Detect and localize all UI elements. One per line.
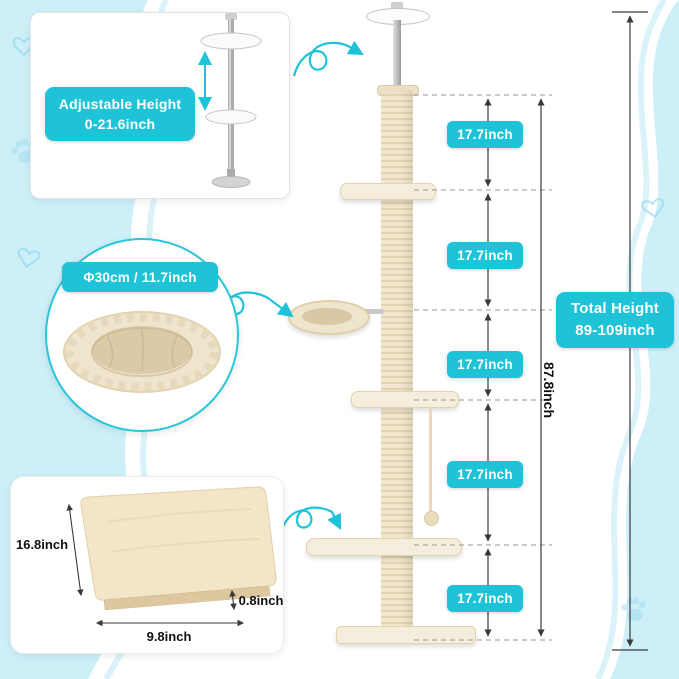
- segment-dimension-badge: 17.7inch: [447, 585, 523, 612]
- total-height-line2: 89-109inch: [575, 322, 655, 339]
- mat-illustration: [66, 486, 277, 627]
- segment-label: 17.7inch: [457, 467, 513, 482]
- mat-dimension-arrows: [66, 503, 245, 627]
- mat-thickness-label: 0.8inch: [238, 593, 284, 608]
- adjustable-pole-illustration: [198, 13, 262, 188]
- platform-2: [351, 391, 459, 408]
- mat-callout: 16.8inch 9.8inch 0.8inch: [10, 476, 284, 654]
- hammock-diameter-badge: Φ30cm / 11.7inch: [62, 262, 218, 292]
- heart-doodle-icon: [641, 198, 665, 219]
- segment-dimension-badge: 17.7inch: [447, 121, 523, 148]
- heart-doodle-icon: [17, 247, 41, 269]
- mat-side-edge: [103, 585, 271, 611]
- adjustable-height-line1: Adjustable Height: [58, 95, 182, 112]
- base-board: [336, 626, 476, 644]
- pole-height-label: 87.8inch: [541, 361, 557, 419]
- segment-label: 17.7inch: [457, 357, 513, 372]
- paw-print-icon: [621, 597, 647, 621]
- hammock-diameter-label: Φ30cm / 11.7inch: [83, 269, 197, 285]
- main-post: [381, 90, 413, 640]
- total-height-badge: Total Height 89-109inch: [556, 292, 674, 348]
- segment-dimension-badge: 17.7inch: [447, 461, 523, 488]
- curly-arrow: [280, 506, 341, 531]
- segment-label: 17.7inch: [457, 127, 513, 142]
- segment-label: 17.7inch: [457, 248, 513, 263]
- toy-ball: [424, 511, 439, 526]
- mat-height-label: 16.8inch: [15, 537, 69, 552]
- hammock-bracket: [358, 309, 384, 314]
- toy-rope: [429, 408, 432, 513]
- segment-label: 17.7inch: [457, 591, 513, 606]
- curly-arrow: [292, 40, 364, 77]
- total-height-line1: Total Height: [571, 299, 659, 317]
- tree-hammock: [288, 300, 370, 335]
- adjustable-height-callout: Adjustable Height 0-21.6inch: [30, 12, 290, 199]
- mat-width-label: 9.8inch: [146, 629, 192, 644]
- support-rod: [393, 20, 401, 92]
- platform-1: [340, 183, 436, 200]
- adjustable-height-badge: Adjustable Height 0-21.6inch: [45, 87, 195, 141]
- tree-hammock-inner: [302, 308, 352, 325]
- platform-3: [306, 538, 462, 556]
- adjustable-height-line2: 0-21.6inch: [84, 116, 156, 132]
- segment-dimension-badge: 17.7inch: [447, 351, 523, 378]
- hammock-illustration: [63, 311, 221, 393]
- ceiling-knob: [391, 2, 403, 12]
- segment-dimension-badge: 17.7inch: [447, 242, 523, 269]
